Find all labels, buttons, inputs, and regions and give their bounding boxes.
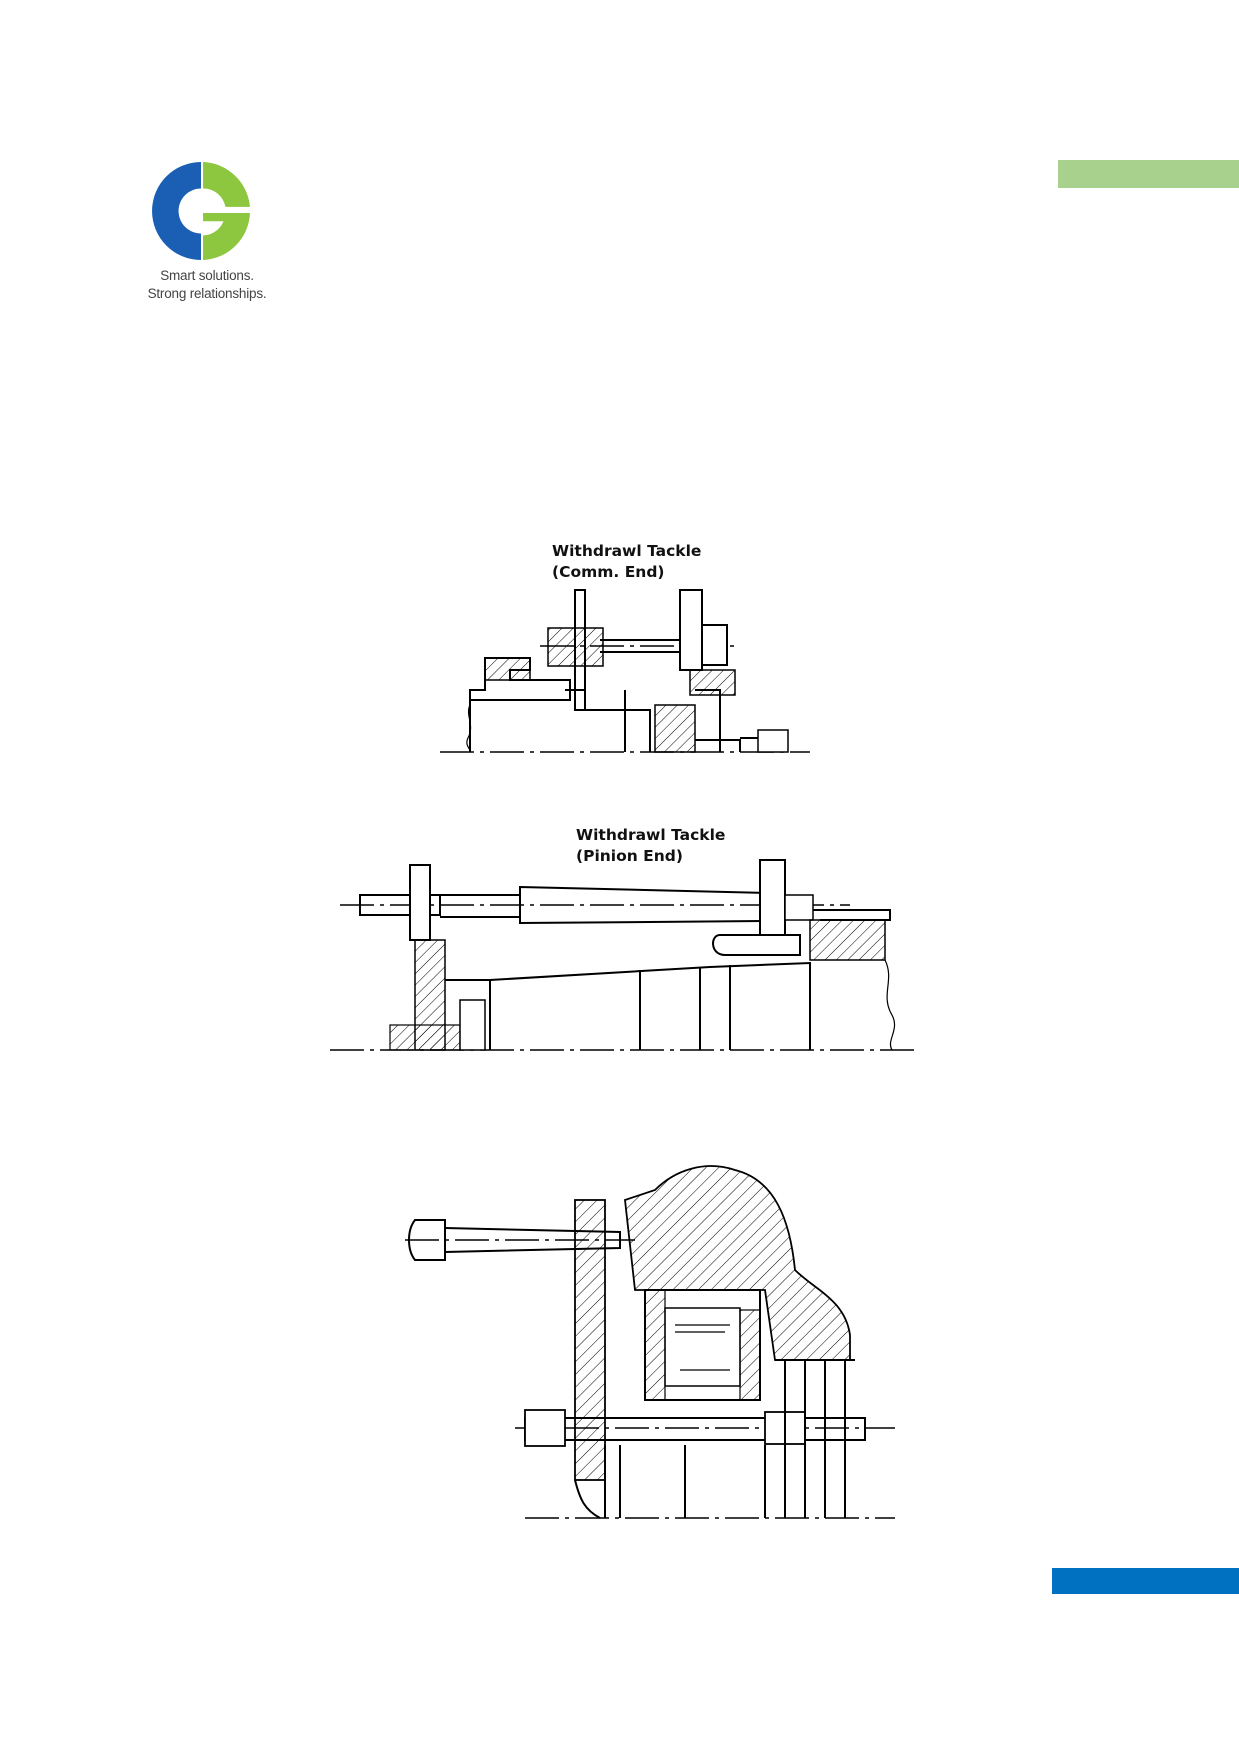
withdrawal-tackle-pinion-end-drawing: [330, 859, 915, 1051]
footer-accent-bar: [1052, 1568, 1239, 1594]
header-accent-bar: [1058, 160, 1239, 188]
brand-tagline-line1: Smart solutions.: [160, 268, 254, 283]
withdrawal-tackle-comm-end-drawing: [440, 589, 810, 753]
bearing-withdrawal-drawing: [405, 1165, 895, 1519]
brand-tagline-line2: Strong relationships.: [147, 286, 267, 301]
figure-caption-comm-end: Withdrawl Tackle (Comm. End): [552, 542, 702, 581]
caption-line1: Withdrawl Tackle: [576, 826, 726, 844]
caption-line2: (Pinion End): [576, 847, 683, 865]
figure-caption-pinion-end: Withdrawl Tackle (Pinion End): [576, 825, 776, 867]
cg-logo-icon: [152, 162, 250, 260]
